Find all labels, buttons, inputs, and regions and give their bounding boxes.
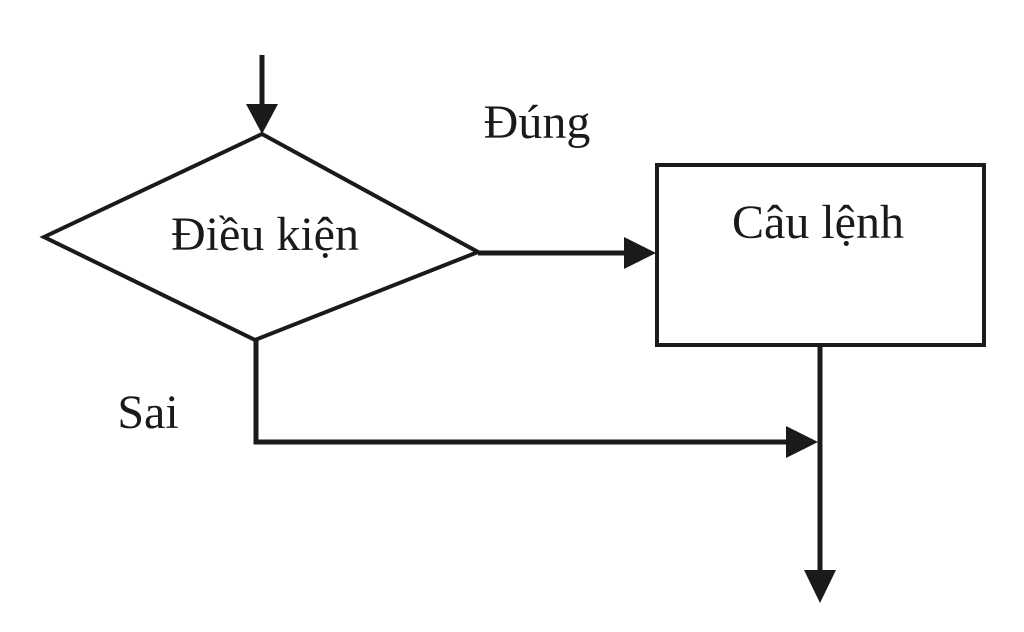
condition-label: Điều kiện (171, 208, 359, 261)
statement-box (655, 163, 986, 347)
statement-label: Câu lệnh (732, 196, 904, 249)
false-branch-label: Sai (117, 386, 178, 439)
entry-arrow (246, 55, 278, 134)
false-branch-arrow (253, 340, 818, 458)
true-branch-arrow (478, 237, 656, 269)
exit-arrow (804, 345, 836, 603)
true-branch-label: Đúng (484, 96, 591, 149)
statement-node: Câu lệnh (655, 163, 986, 347)
condition-node: Điều kiện (39, 131, 483, 343)
